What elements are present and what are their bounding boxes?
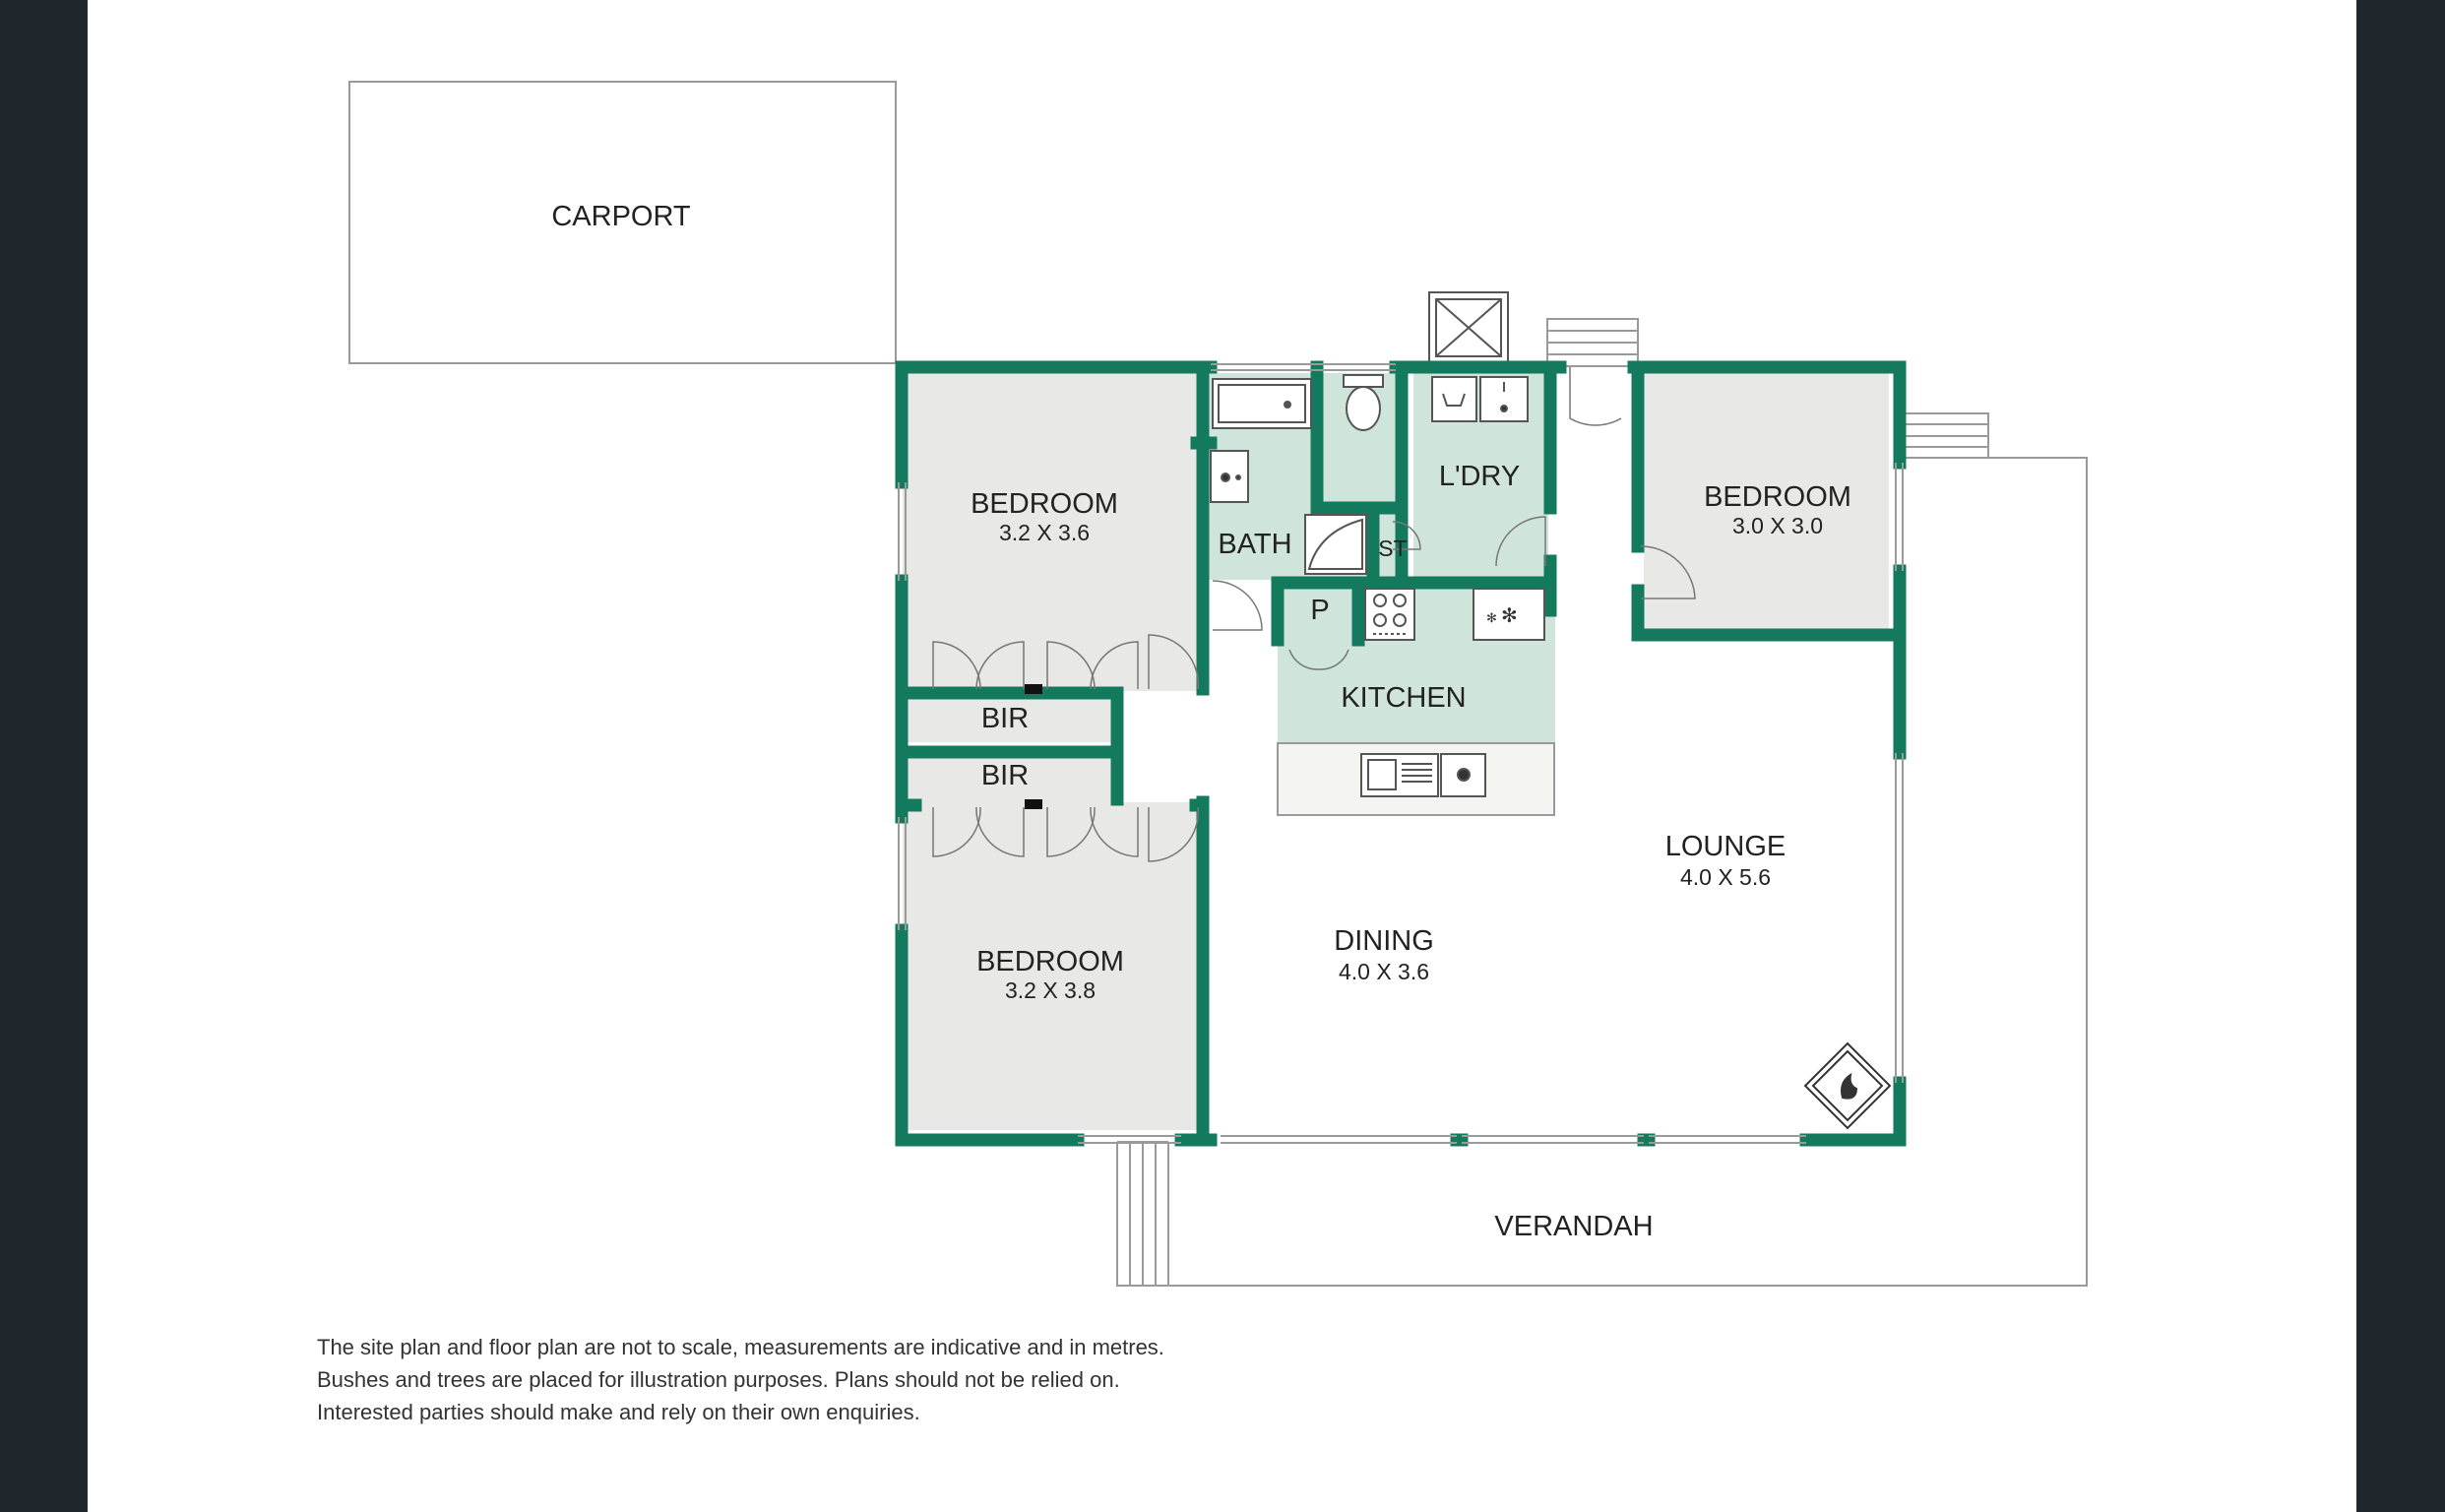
windows <box>898 363 1904 1144</box>
toilet-icon <box>1343 374 1384 431</box>
hot-water-unit-icon <box>1428 291 1509 364</box>
laundry-tub-icon <box>1431 376 1477 422</box>
svg-text:✻: ✻ <box>1486 611 1497 626</box>
walls <box>895 360 1907 1147</box>
side-steps <box>1904 412 1989 459</box>
rear-steps <box>1546 318 1639 367</box>
lounge-label: LOUNGE <box>1665 831 1786 862</box>
sink-icon <box>1360 753 1439 797</box>
disclaimer-line-3: Interested parties should make and rely … <box>317 1400 920 1424</box>
bedroom-3-size: 3.0 X 3.0 <box>1732 513 1823 538</box>
bir-1-rail <box>1025 684 1042 694</box>
pantry-label: P <box>1310 595 1329 626</box>
bir-2-fill <box>903 756 1114 803</box>
bir-2-rail <box>1025 799 1042 809</box>
bedroom-1-size: 3.2 X 3.6 <box>999 520 1090 545</box>
store-label: ST <box>1378 536 1407 561</box>
bedroom-1-label: BEDROOM <box>971 488 1118 520</box>
dishwasher-icon <box>1440 753 1486 797</box>
dining-label: DINING <box>1334 925 1434 957</box>
doors <box>932 367 1696 862</box>
verandah-steps <box>1116 1141 1169 1286</box>
bir-1-label: BIR <box>981 703 1029 734</box>
fireplace-icon <box>1803 1041 1892 1130</box>
dining-size: 4.0 X 3.6 <box>1339 959 1429 984</box>
bir-1-fill <box>903 695 1114 742</box>
plan-sheet <box>88 0 2356 1512</box>
bir-2-label: BIR <box>981 760 1029 791</box>
verandah-outline <box>1116 457 2088 1287</box>
disclaimer: The site plan and floor plan are not to … <box>317 1331 1164 1428</box>
carport-outline <box>348 81 897 364</box>
washing-machine-icon <box>1479 376 1529 422</box>
vanity-icon <box>1210 450 1249 503</box>
bedroom-2-size: 3.2 X 3.8 <box>1005 977 1096 1003</box>
bedroom-1-fill <box>903 373 1199 691</box>
bedroom-3-fill <box>1644 373 1889 630</box>
bedroom-2-label: BEDROOM <box>976 946 1124 977</box>
bath-label: BATH <box>1218 529 1291 560</box>
verandah-label: VERANDAH <box>1494 1211 1653 1242</box>
lounge-size: 4.0 X 5.6 <box>1680 864 1771 890</box>
carport-label: CARPORT <box>551 201 691 232</box>
laundry-label: L'DRY <box>1439 461 1520 492</box>
bathtub-icon <box>1212 378 1312 429</box>
disclaimer-line-1: The site plan and floor plan are not to … <box>317 1335 1164 1359</box>
shower-icon <box>1304 514 1367 575</box>
cooktop-icon <box>1364 588 1415 641</box>
disclaimer-line-2: Bushes and trees are placed for illustra… <box>317 1367 1120 1392</box>
bedroom-3-label: BEDROOM <box>1704 481 1851 513</box>
svg-text:✻: ✻ <box>1501 603 1518 627</box>
kitchen-label: KITCHEN <box>1341 682 1466 714</box>
fridge-icon: ✻ ✻ <box>1473 588 1545 641</box>
